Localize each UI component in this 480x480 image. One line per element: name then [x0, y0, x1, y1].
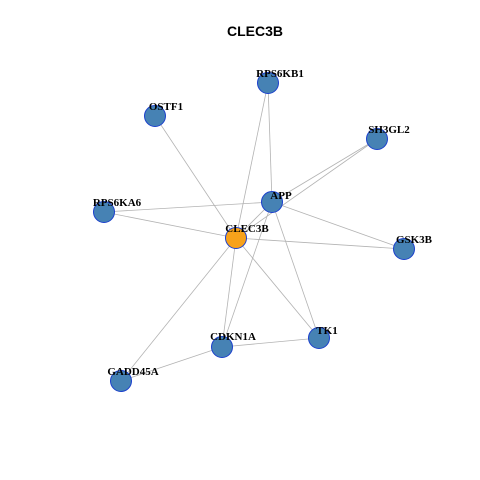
node-sh3gl2 — [366, 128, 388, 150]
node-label-tk1: TK1 — [316, 325, 337, 337]
edge-layer — [103, 82, 405, 382]
node-layer — [93, 72, 415, 392]
node-label-rps6kb1: RPS6KB1 — [256, 68, 304, 80]
node-label-app: APP — [270, 190, 292, 202]
edge-app-rps6ka6 — [103, 201, 273, 213]
edge-app-cdkn1a — [221, 201, 273, 348]
graph-title: CLEC3B — [227, 23, 283, 39]
node-gsk3b — [393, 238, 415, 260]
edge-app-gsk3b — [271, 201, 405, 250]
node-label-gadd45a: GADD45A — [107, 366, 158, 378]
node-rps6kb1 — [257, 72, 279, 94]
edge-clec3b-tk1 — [235, 237, 320, 339]
node-label-clec3b: CLEC3B — [225, 223, 269, 235]
edge-app-tk1 — [271, 201, 320, 339]
edge-clec3b-ostf1 — [154, 115, 237, 239]
edge-clec3b-rps6kb1 — [235, 82, 269, 239]
node-label-gsk3b: GSK3B — [396, 234, 433, 246]
edge-cdkn1a-tk1 — [221, 337, 320, 348]
node-cdkn1a — [211, 336, 233, 358]
node-clec3b — [225, 227, 247, 249]
edge-cdkn1a-gadd45a — [120, 346, 223, 382]
edge-clec3b-gsk3b — [235, 237, 405, 250]
edge-clec3b-sh3gl2 — [235, 138, 378, 239]
edge-app-sh3gl2 — [271, 138, 378, 203]
node-label-rps6ka6: RPS6KA6 — [93, 197, 142, 209]
node-label-cdkn1a: CDKN1A — [210, 331, 256, 343]
node-app — [261, 191, 283, 213]
node-label-sh3gl2: SH3GL2 — [368, 124, 410, 136]
node-rps6ka6 — [93, 201, 115, 223]
node-ostf1 — [144, 105, 166, 127]
node-label-ostf1: OSTF1 — [149, 101, 183, 113]
node-gadd45a — [110, 370, 132, 392]
edge-clec3b-rps6ka6 — [103, 211, 237, 239]
edge-clec3b-gadd45a — [120, 237, 237, 382]
edge-clec3b-cdkn1a — [221, 237, 237, 348]
node-tk1 — [308, 327, 330, 349]
edge-app-rps6kb1 — [267, 82, 273, 203]
